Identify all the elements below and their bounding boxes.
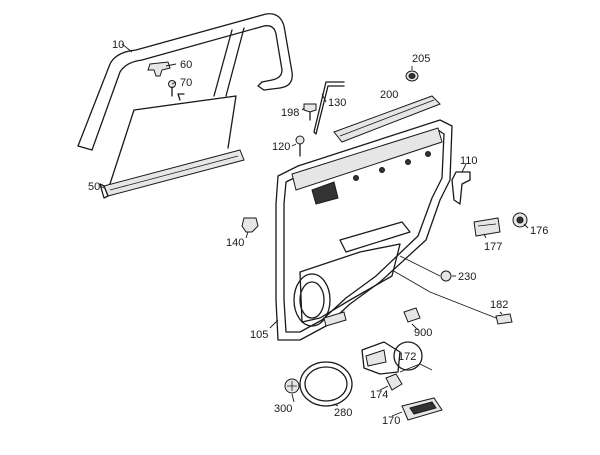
callout-300[interactable]: 300 [274,403,292,415]
callout-177[interactable]: 177 [484,241,502,253]
callout-50[interactable]: 50 [88,181,100,193]
callout-172[interactable]: 172 [398,351,416,363]
speaker-grille-280-part[interactable] [299,361,353,407]
disc-300-part[interactable] [284,378,300,394]
callout-182[interactable]: 182 [490,299,508,311]
door-trim-panel-part[interactable] [275,119,453,341]
callout-198[interactable]: 198 [281,107,299,119]
roller-blind-part[interactable] [99,93,245,199]
switch-cover-177-part[interactable] [473,217,501,237]
leader-lines [99,43,529,417]
callout-140[interactable]: 140 [226,237,244,249]
callout-60[interactable]: 60 [180,59,192,71]
callout-10[interactable]: 10 [112,39,124,51]
callout-280[interactable]: 280 [334,407,352,419]
callout-205[interactable]: 205 [412,53,430,65]
window-frame-seal-part[interactable] [77,13,293,151]
button-176-part[interactable] [512,212,528,228]
clip-60-part[interactable] [147,61,171,77]
grommet-205-part[interactable] [405,70,419,82]
bolt-120-part[interactable] [295,135,305,157]
rod-130-part[interactable] [313,81,345,135]
screw-230-part[interactable] [399,255,452,282]
callout-labels: 10 60 70 50 198 130 200 205 120 110 140 … [88,39,548,427]
handle-170-part[interactable] [401,397,443,421]
callout-105[interactable]: 105 [250,329,268,341]
callout-174[interactable]: 174 [370,389,388,401]
speaker-housing-172-part[interactable] [361,341,423,375]
callout-130[interactable]: 130 [328,97,346,109]
bracket-110-part[interactable] [451,171,471,205]
callout-230[interactable]: 230 [458,271,476,283]
callout-176[interactable]: 176 [530,225,548,237]
callout-200[interactable]: 200 [380,89,398,101]
callout-120[interactable]: 120 [272,141,290,153]
clip-198-part[interactable] [303,103,317,121]
cable-clip-182-part[interactable] [391,269,513,325]
callout-110[interactable]: 110 [460,155,478,167]
callout-70[interactable]: 70 [180,77,192,89]
callout-900[interactable]: 900 [414,327,432,339]
module-900-part[interactable] [403,307,421,323]
clip-140-part[interactable] [241,217,259,233]
trim-strip-200-part[interactable] [333,95,441,143]
bulb-174-part[interactable] [385,363,433,391]
callout-170[interactable]: 170 [382,415,400,427]
